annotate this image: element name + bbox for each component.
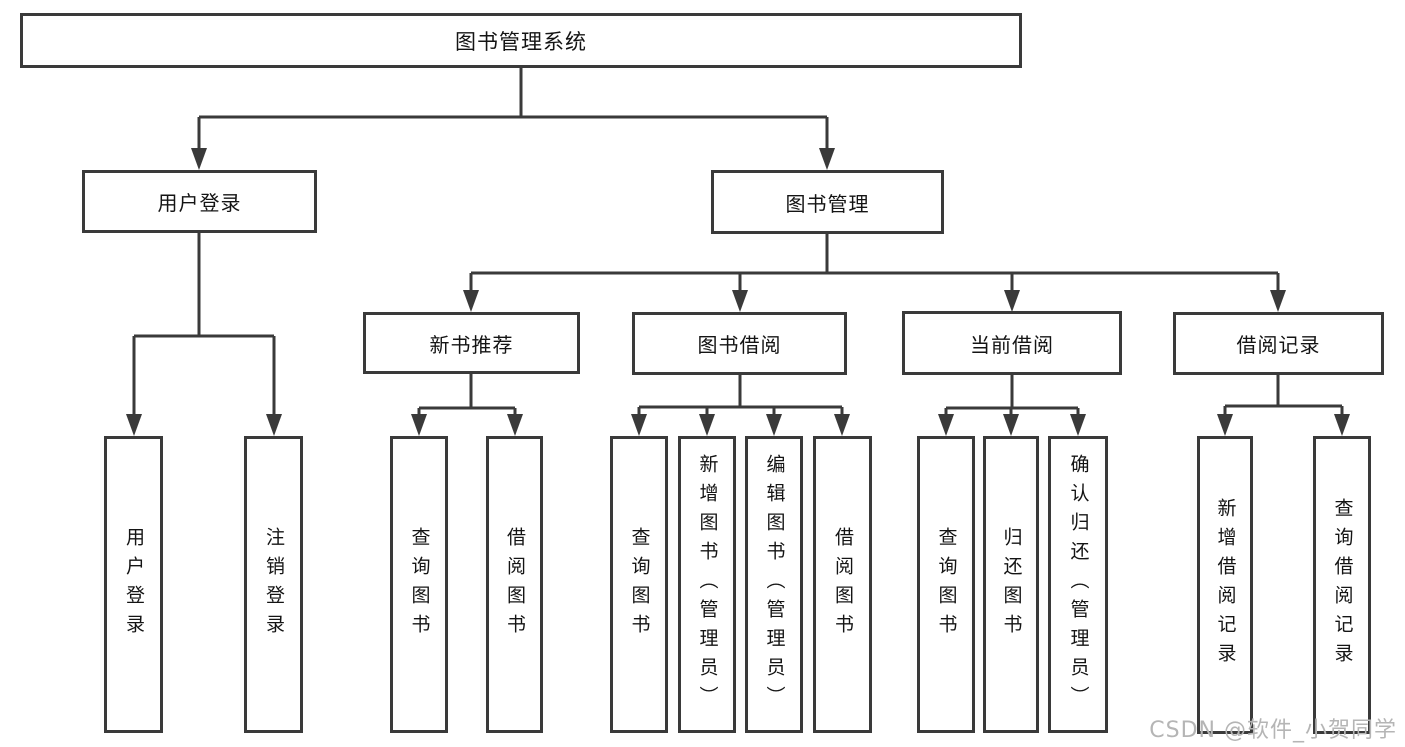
leaf-user-login: 用户登录 — [104, 436, 163, 733]
connector-borrow-records-to-leaves — [1217, 374, 1350, 436]
node-book-borrow: 图书借阅 — [632, 312, 847, 375]
leaf-confirm-return-admin-label: 确认归还（管理员） — [1067, 454, 1090, 715]
node-current-borrow: 当前借阅 — [902, 311, 1122, 375]
leaf-edit-book-admin-label: 编辑图书（管理员） — [763, 454, 786, 715]
leaf-logout-label: 注销登录 — [263, 526, 285, 643]
leaf-logout: 注销登录 — [244, 436, 303, 733]
leaf-add-book-admin-label: 新增图书（管理员） — [696, 454, 719, 715]
leaf-query-books-current-label: 查询图书 — [935, 526, 958, 643]
leaf-add-borrow-record: 新增借阅记录 — [1197, 436, 1253, 734]
leaf-borrow-books: 借阅图书 — [813, 436, 872, 733]
node-root: 图书管理系统 — [20, 13, 1022, 68]
leaf-borrow-books-recommend: 借阅图书 — [486, 436, 543, 733]
leaf-add-book-admin: 新增图书（管理员） — [678, 436, 736, 733]
leaf-confirm-return-admin: 确认归还（管理员） — [1048, 436, 1108, 733]
leaf-query-books-borrow: 查询图书 — [610, 436, 668, 733]
leaf-query-books-current: 查询图书 — [917, 436, 975, 733]
leaf-return-book: 归还图书 — [983, 436, 1039, 733]
node-new-book-recommend: 新书推荐 — [363, 312, 580, 374]
node-user-login: 用户登录 — [82, 170, 317, 233]
watermark: CSDN @软件_小贺同学 — [1149, 718, 1397, 743]
leaf-borrow-books-recommend-label: 借阅图书 — [504, 526, 526, 643]
leaf-return-book-label: 归还图书 — [1000, 526, 1023, 643]
leaf-query-books-borrow-label: 查询图书 — [628, 526, 651, 643]
connector-book-borrow-to-leaves — [631, 373, 850, 436]
node-book-management: 图书管理 — [711, 170, 944, 234]
node-borrow-records: 借阅记录 — [1173, 312, 1384, 375]
leaf-query-borrow-record-label: 查询借阅记录 — [1331, 498, 1354, 672]
leaf-query-books-recommend: 查询图书 — [390, 436, 448, 733]
leaf-add-borrow-record-label: 新增借阅记录 — [1214, 498, 1237, 672]
connector-current-borrow-to-leaves — [938, 373, 1086, 436]
connector-root-to-level2 — [191, 68, 835, 170]
leaf-query-borrow-record: 查询借阅记录 — [1313, 436, 1371, 734]
connector-new-book-recommend-to-leaves — [411, 373, 523, 436]
leaf-borrow-books-label: 借阅图书 — [832, 526, 854, 643]
leaf-user-login-label: 用户登录 — [123, 526, 145, 643]
connector-user-login-to-leaves — [126, 232, 282, 436]
connector-book-management-to-level3 — [463, 233, 1286, 312]
leaf-edit-book-admin: 编辑图书（管理员） — [745, 436, 803, 733]
leaf-query-books-recommend-label: 查询图书 — [408, 526, 431, 643]
